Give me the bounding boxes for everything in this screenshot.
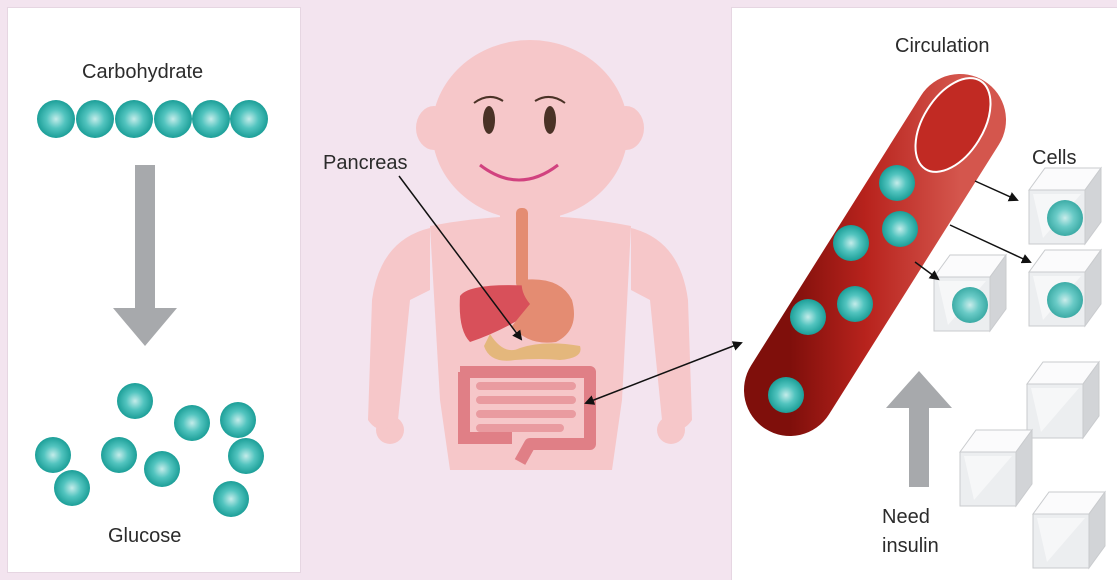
glucose-label: Glucose <box>108 524 181 548</box>
down-arrow-icon <box>113 165 177 346</box>
esophagus-icon <box>516 208 528 288</box>
glucose-molecule-icon <box>879 165 915 201</box>
glucose-molecule-icon <box>101 437 137 473</box>
need-insulin-label-line2: insulin <box>882 534 939 558</box>
glucose-molecule-icon <box>35 437 71 473</box>
cell-with-glucose-icon <box>1029 250 1101 326</box>
cell-empty-icon <box>960 430 1032 506</box>
circulation-label: Circulation <box>895 34 989 58</box>
child-body-illustration <box>368 40 692 470</box>
pancreas-label: Pancreas <box>323 151 408 175</box>
glucose-molecule-icon <box>117 383 153 419</box>
glucose-molecule-icon <box>220 402 256 438</box>
carbohydrate-chain <box>37 100 268 138</box>
glucose-molecule-icon <box>228 438 264 474</box>
carbohydrate-label: Carbohydrate <box>82 60 203 84</box>
glucose-molecule-icon <box>144 451 180 487</box>
cell-with-glucose-icon <box>934 255 1006 331</box>
glucose-molecule-icon <box>37 100 75 138</box>
right-eye-icon <box>544 106 556 134</box>
up-arrow-icon <box>886 371 952 487</box>
need-insulin-label-line1: Need <box>882 505 930 529</box>
cell-empty-icon <box>1027 362 1099 438</box>
glucose-molecule-icon <box>115 100 153 138</box>
glucose-molecule-icon <box>833 225 869 261</box>
glucose-molecule-icon <box>192 100 230 138</box>
glucose-molecule-icon <box>154 100 192 138</box>
cell-empty-icon <box>1033 492 1105 568</box>
glucose-molecule-icon <box>768 377 804 413</box>
cells-label: Cells <box>1032 146 1076 170</box>
glucose-molecule-icon <box>230 100 268 138</box>
glucose-molecule-icon <box>174 405 210 441</box>
left-eye-icon <box>483 106 495 134</box>
glucose-molecule-icon <box>213 481 249 517</box>
glucose-molecule-icon <box>790 299 826 335</box>
glucose-molecule-icon <box>54 470 90 506</box>
cell-with-glucose-icon <box>1029 168 1101 244</box>
glucose-molecule-icon <box>837 286 873 322</box>
glucose-molecule-icon <box>882 211 918 247</box>
cells-group <box>934 168 1105 568</box>
free-glucose-group <box>35 383 264 517</box>
glucose-molecule-icon <box>76 100 114 138</box>
